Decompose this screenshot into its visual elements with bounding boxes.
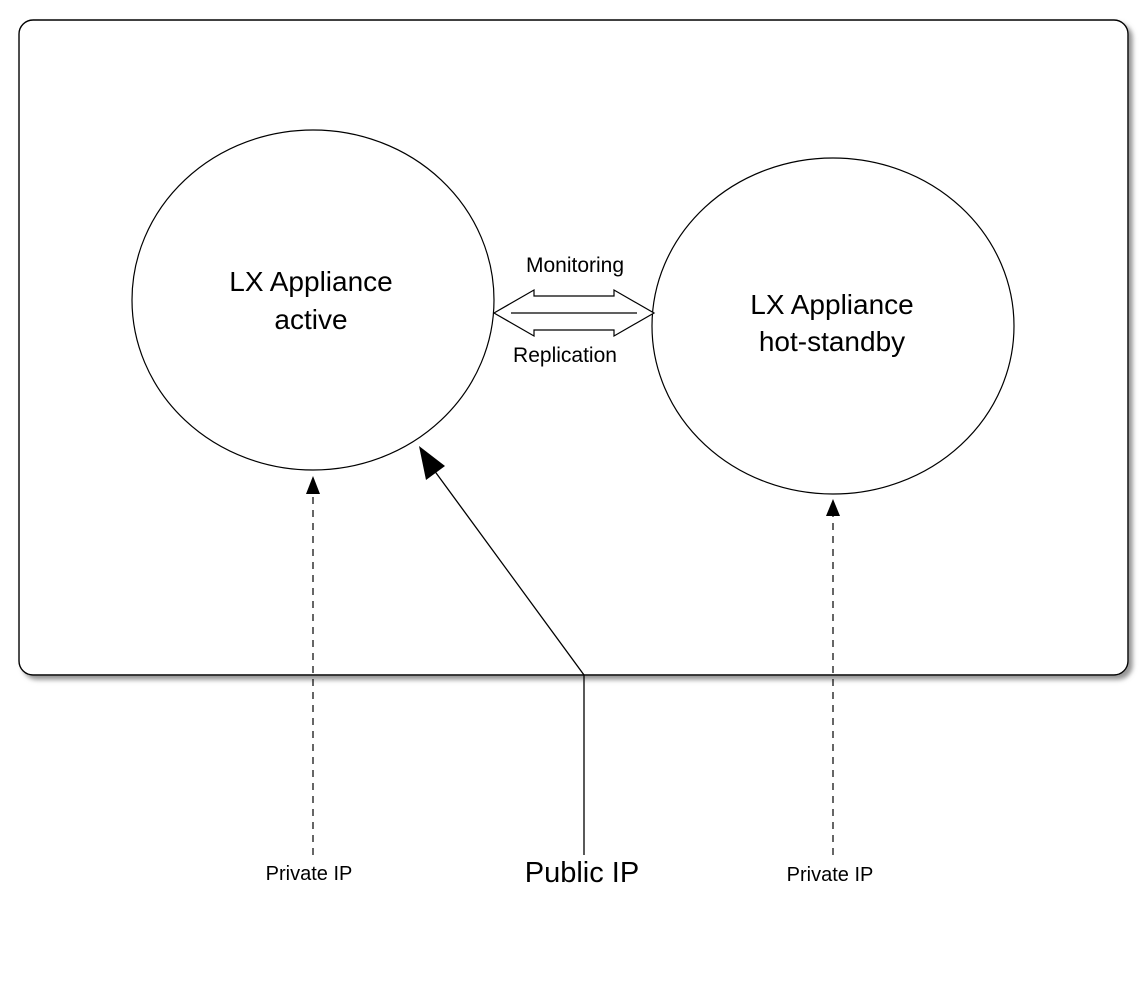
private-ip-left-arrowhead-icon <box>306 476 320 494</box>
public-ip-line <box>430 465 585 855</box>
replication-label: Replication <box>513 344 617 367</box>
monitoring-label: Monitoring <box>526 254 624 277</box>
public-ip-label: Public IP <box>525 857 639 889</box>
standby-appliance-node <box>651 157 1015 495</box>
standby-node-label-line2: hot-standby <box>759 326 905 357</box>
active-node-label-line2: active <box>274 304 347 335</box>
private-ip-right-arrowhead-icon <box>826 499 840 516</box>
private-ip-left-label: Private IP <box>266 863 353 885</box>
private-ip-right-label: Private IP <box>787 864 874 886</box>
public-ip-arrowhead-icon <box>419 446 445 480</box>
active-appliance-node <box>131 129 495 471</box>
standby-node-label-line1: LX Appliance <box>750 289 913 320</box>
active-node-label-line1: LX Appliance <box>229 266 392 297</box>
